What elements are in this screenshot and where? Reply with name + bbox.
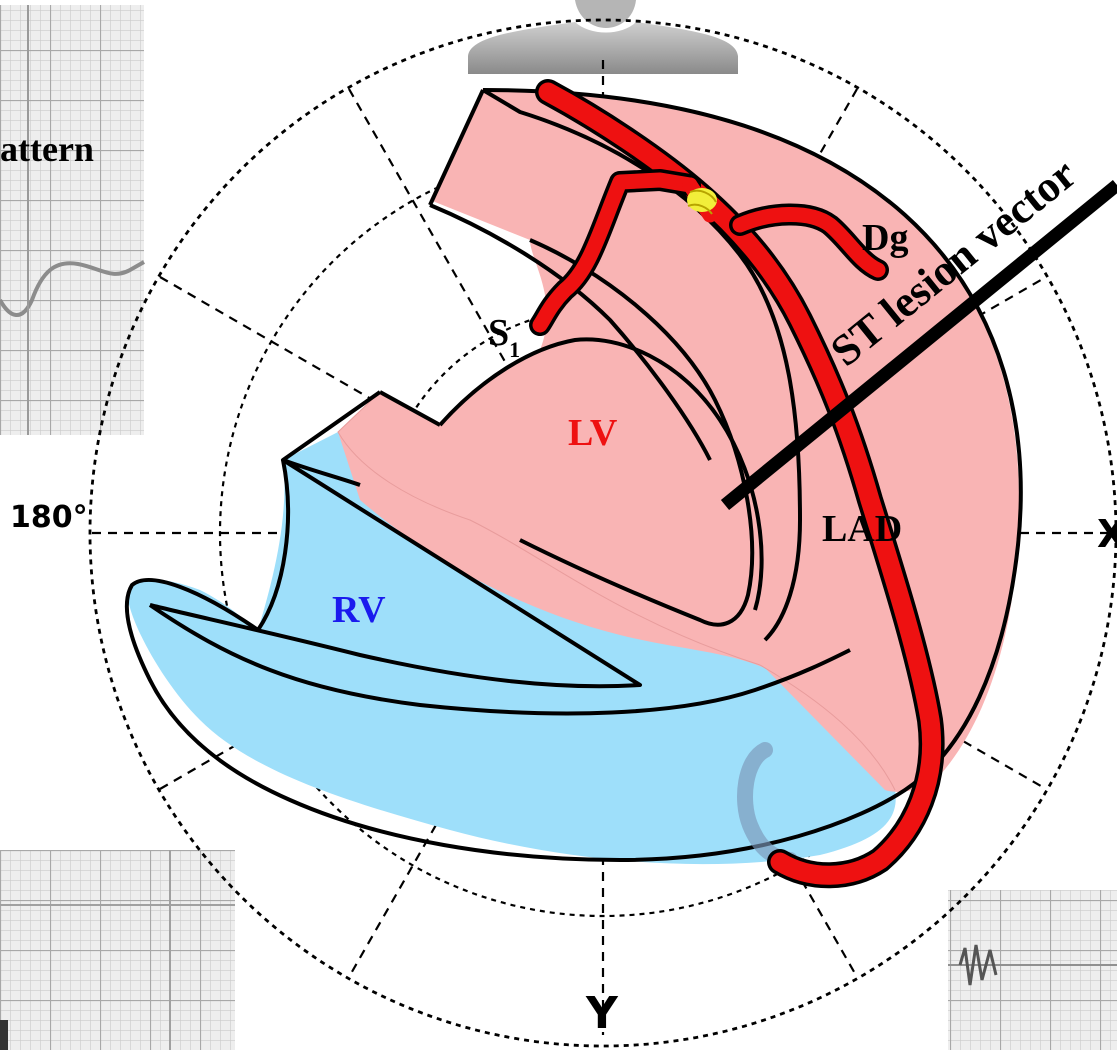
pattern-label: attern [0,129,94,169]
s1-label: S1 [488,312,520,362]
dg-label: Dg [862,217,908,259]
lv-label: LV [568,412,618,454]
ecg-strip-bottom-right [948,890,1117,1050]
ecg-strip-bottom-left [0,850,235,1050]
y-axis-label: Y [585,988,619,1039]
ecg-strip-top-left: attern [0,5,144,435]
x-axis-label: X [1097,512,1117,556]
lad-label: LAD [822,508,902,550]
angle-180-label: 180° [10,500,88,535]
rv-label: RV [332,589,386,631]
